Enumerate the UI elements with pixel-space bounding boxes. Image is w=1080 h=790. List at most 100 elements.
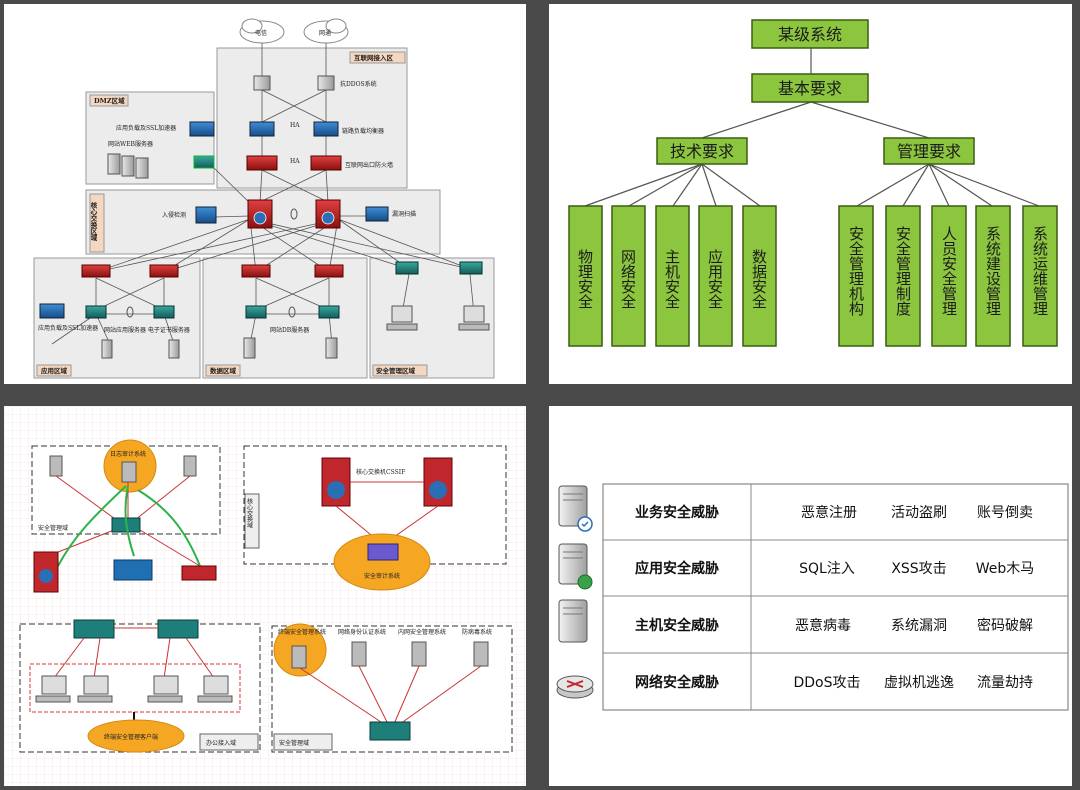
threat-category: 网络安全威胁 [635,674,719,691]
network-topology-diagram: 互联网接入区 DMZ区域 核心交换区域 应用区域 数据区域 安全管理区域 电信 … [33,18,495,379]
workstation-icon [458,305,490,331]
ha-label-1: HA [290,122,300,129]
threat-item: 恶意注册 [801,504,857,521]
threat-item: 恶意病毒 [795,617,851,634]
workstation-icon [197,675,233,703]
terminal-highlight [87,719,185,753]
server-globe-icon [558,543,593,590]
ha-label-2: HA [290,158,300,165]
switch-icon [153,305,175,319]
tree-leaf-node [742,205,777,347]
tech-branch-node [656,137,748,165]
tree-leaf-node [885,205,921,347]
load-balancer-icon [249,121,275,137]
top-server-label: 日志审计系统 [110,450,146,458]
ids-label: 入侵检测 [162,211,186,219]
workstation-icon [77,675,113,703]
threat-item: 流量劫持 [977,675,1033,691]
workstation-icon [386,305,418,331]
app-lb-icon [39,303,65,319]
server-shield-icon [558,485,593,532]
threat-item: SQL注入 [799,561,855,577]
firewall-icon [181,565,217,581]
web-server-icon [121,155,135,177]
dmz-zone [85,91,215,185]
server-icon [121,461,137,483]
threat-item: 虚拟机逃逸 [884,675,954,691]
db-server-icon [243,337,256,359]
tree-leaf-node [698,205,733,347]
dmz-lb-icon [189,121,215,137]
threat-item: DDoS攻击 [793,675,860,691]
tree-leaf-node [568,205,603,347]
threat-category: 应用安全威胁 [635,560,719,577]
router-icon [556,675,594,699]
app-zone-label: 应用区域 [41,366,68,375]
tree-connectors [584,48,1040,207]
switch-icon [318,305,340,319]
tree-leaf-label: 物理安全 [576,249,594,309]
tree-leaf-label: 系统运维管理 [1031,226,1049,316]
firewall-icon [149,264,179,278]
switch-icon [193,155,215,169]
tech-branch-label: 技术要求 [670,142,734,161]
switch-icon [395,261,419,275]
tree-leaf-label: 网络安全 [619,249,637,309]
cloud-icon [303,18,349,44]
dmz-lb-label: 应用负载及SSL加速器 [116,124,176,132]
cloud-label-2: 网通 [319,29,331,37]
audit-highlight [333,533,431,591]
mgmt-bottom-label: 安全管理域 [279,739,309,747]
network-links [53,637,215,679]
core-switch-label: 核心交换机CSSIF [356,468,405,476]
web-server-icon [107,153,121,175]
firewall-icon [246,155,278,171]
router-icon [113,559,153,581]
app-server-icon [168,339,180,359]
threat-item: 系统漏洞 [891,618,947,634]
srv-label-2: 网络身份认证系统 [338,628,386,636]
server-icon [351,641,367,667]
threat-table-frame [602,483,1069,711]
switch-icon [157,619,199,639]
requirements-tree-panel: 某级系统 基本要求 技术要求 管理要求 物理安全 网络安全 主机安全 应用安全 … [549,4,1072,384]
db-servers-label: 网站DB服务器 [270,326,309,334]
threat-item: Web木马 [976,561,1035,577]
tree-leaf-node [655,205,690,347]
ddos-server-icon [317,75,335,91]
scanner-icon [365,206,389,222]
mgmt-branch-label: 管理要求 [897,142,961,161]
audit-label: 安全审计系统 [364,572,400,580]
cloud-icon [239,18,285,44]
server-icon [473,641,489,667]
threat-item: 账号倒卖 [977,505,1033,521]
tree-root-node [751,19,869,49]
tree-leaf-label: 主机安全 [663,249,681,309]
db-server-icon [325,337,338,359]
audit-icon [367,543,399,561]
tree-level2-node [751,73,869,103]
network-topology-panel: 互联网接入区 DMZ区域 核心交换区域 应用区域 数据区域 安全管理区域 电信 … [4,4,526,384]
tree-leaf-node [611,205,646,347]
firewall-icon [241,264,271,278]
threat-table-panel: 业务安全威胁 应用安全威胁 主机安全威胁 网络安全威胁 恶意注册 活动盗刷 账号… [549,406,1072,786]
office-zone-label: 办公接入域 [206,739,236,747]
tree-leaf-node [838,205,874,347]
srv-label-1: 终端安全管理系统 [278,628,326,636]
app-lb-label: 应用负载及SSL加速器 [38,324,98,332]
dmz-web-label: 网站WEB服务器 [108,140,153,148]
app-server-icon [101,339,113,359]
server-icon [411,641,427,667]
threat-table: 业务安全威胁 应用安全威胁 主机安全威胁 网络安全威胁 恶意注册 活动盗刷 账号… [556,483,1069,711]
tree-leaf-label: 应用安全 [706,248,724,309]
tree-leaf-node [1022,205,1058,347]
firewall-icon [314,264,344,278]
switch-icon [245,305,267,319]
ddos-server-icon [253,75,271,91]
tree-level2-label: 基本要求 [778,79,842,98]
requirements-tree-diagram: 某级系统 基本要求 技术要求 管理要求 物理安全 网络安全 主机安全 应用安全 … [568,19,1058,347]
workstation-icon [35,675,71,703]
threat-item: 活动盗刷 [891,505,947,521]
scanner-label: 漏洞扫描 [392,210,416,218]
tree-root-label: 某级系统 [778,25,842,44]
